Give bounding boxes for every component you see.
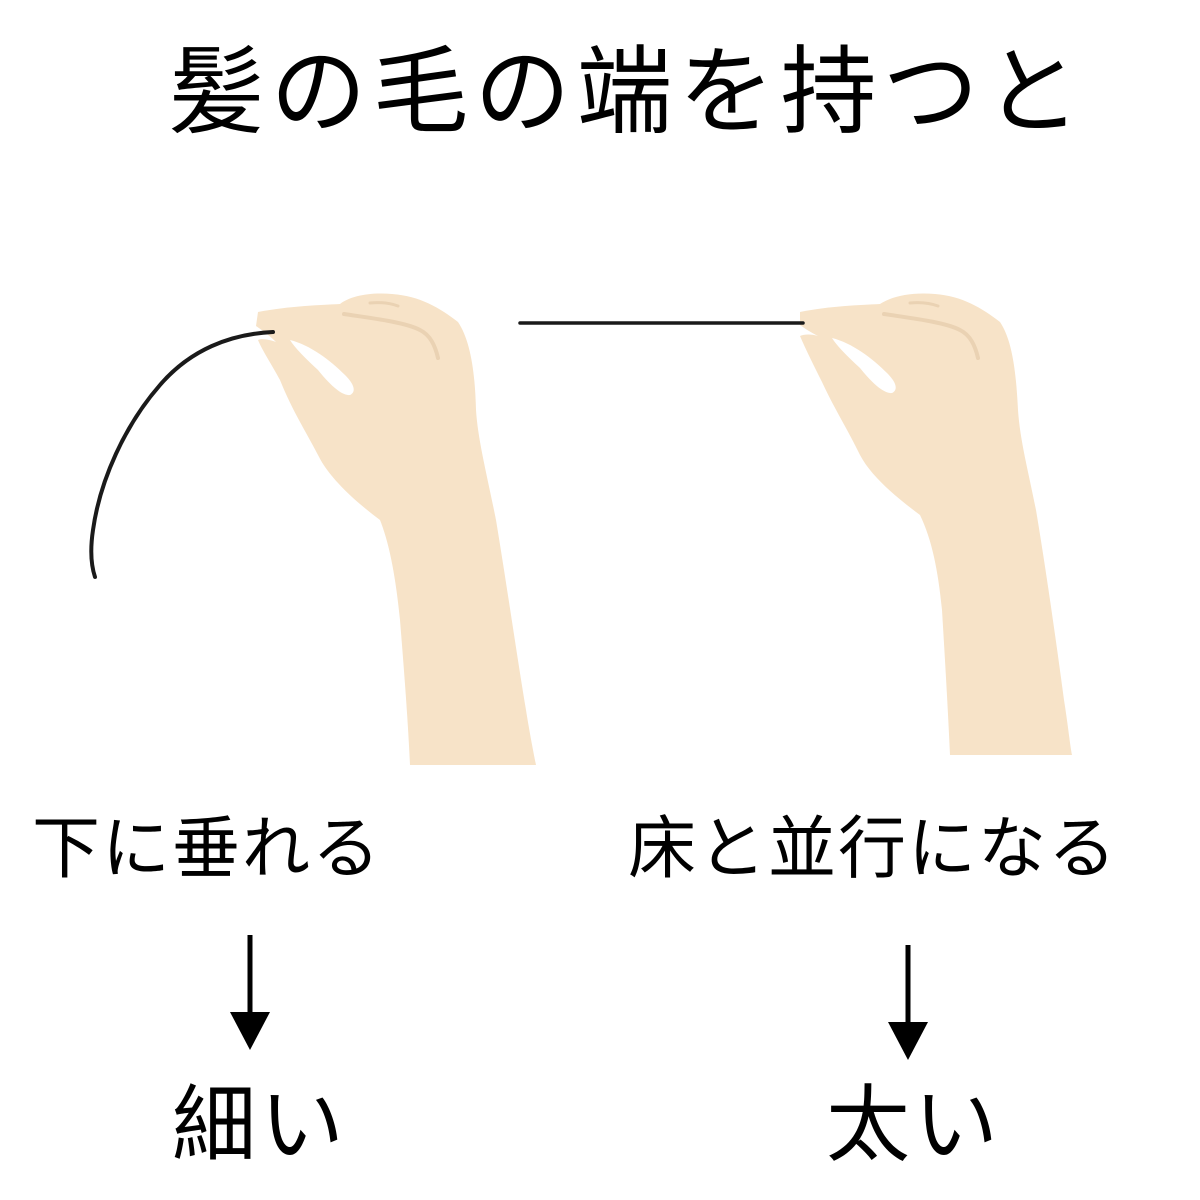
left-down-arrow-icon <box>230 935 270 1050</box>
right-knuckle-crease-2 <box>908 301 940 308</box>
right-result-label: 太い <box>826 1076 1003 1174</box>
right-hand-gap <box>832 338 896 394</box>
right-down-arrow-icon <box>888 945 928 1060</box>
left-hand-icon <box>256 293 536 765</box>
left-hand-gap <box>290 340 354 396</box>
page-title: 髪の毛の端を持つと <box>168 36 1087 148</box>
right-condition-label: 床と並行になる <box>628 810 1119 889</box>
left-condition-label: 下に垂れる <box>32 810 383 889</box>
left-result-label: 細い <box>172 1076 349 1174</box>
right-hand-icon <box>800 293 1072 755</box>
left-hand-illustration <box>256 293 536 765</box>
right-knuckle-crease <box>882 312 980 360</box>
left-knuckle-crease-2 <box>368 301 400 308</box>
left-knuckle-crease <box>342 312 440 360</box>
left-hair-curved <box>89 330 275 579</box>
right-hand-illustration <box>800 293 1072 755</box>
